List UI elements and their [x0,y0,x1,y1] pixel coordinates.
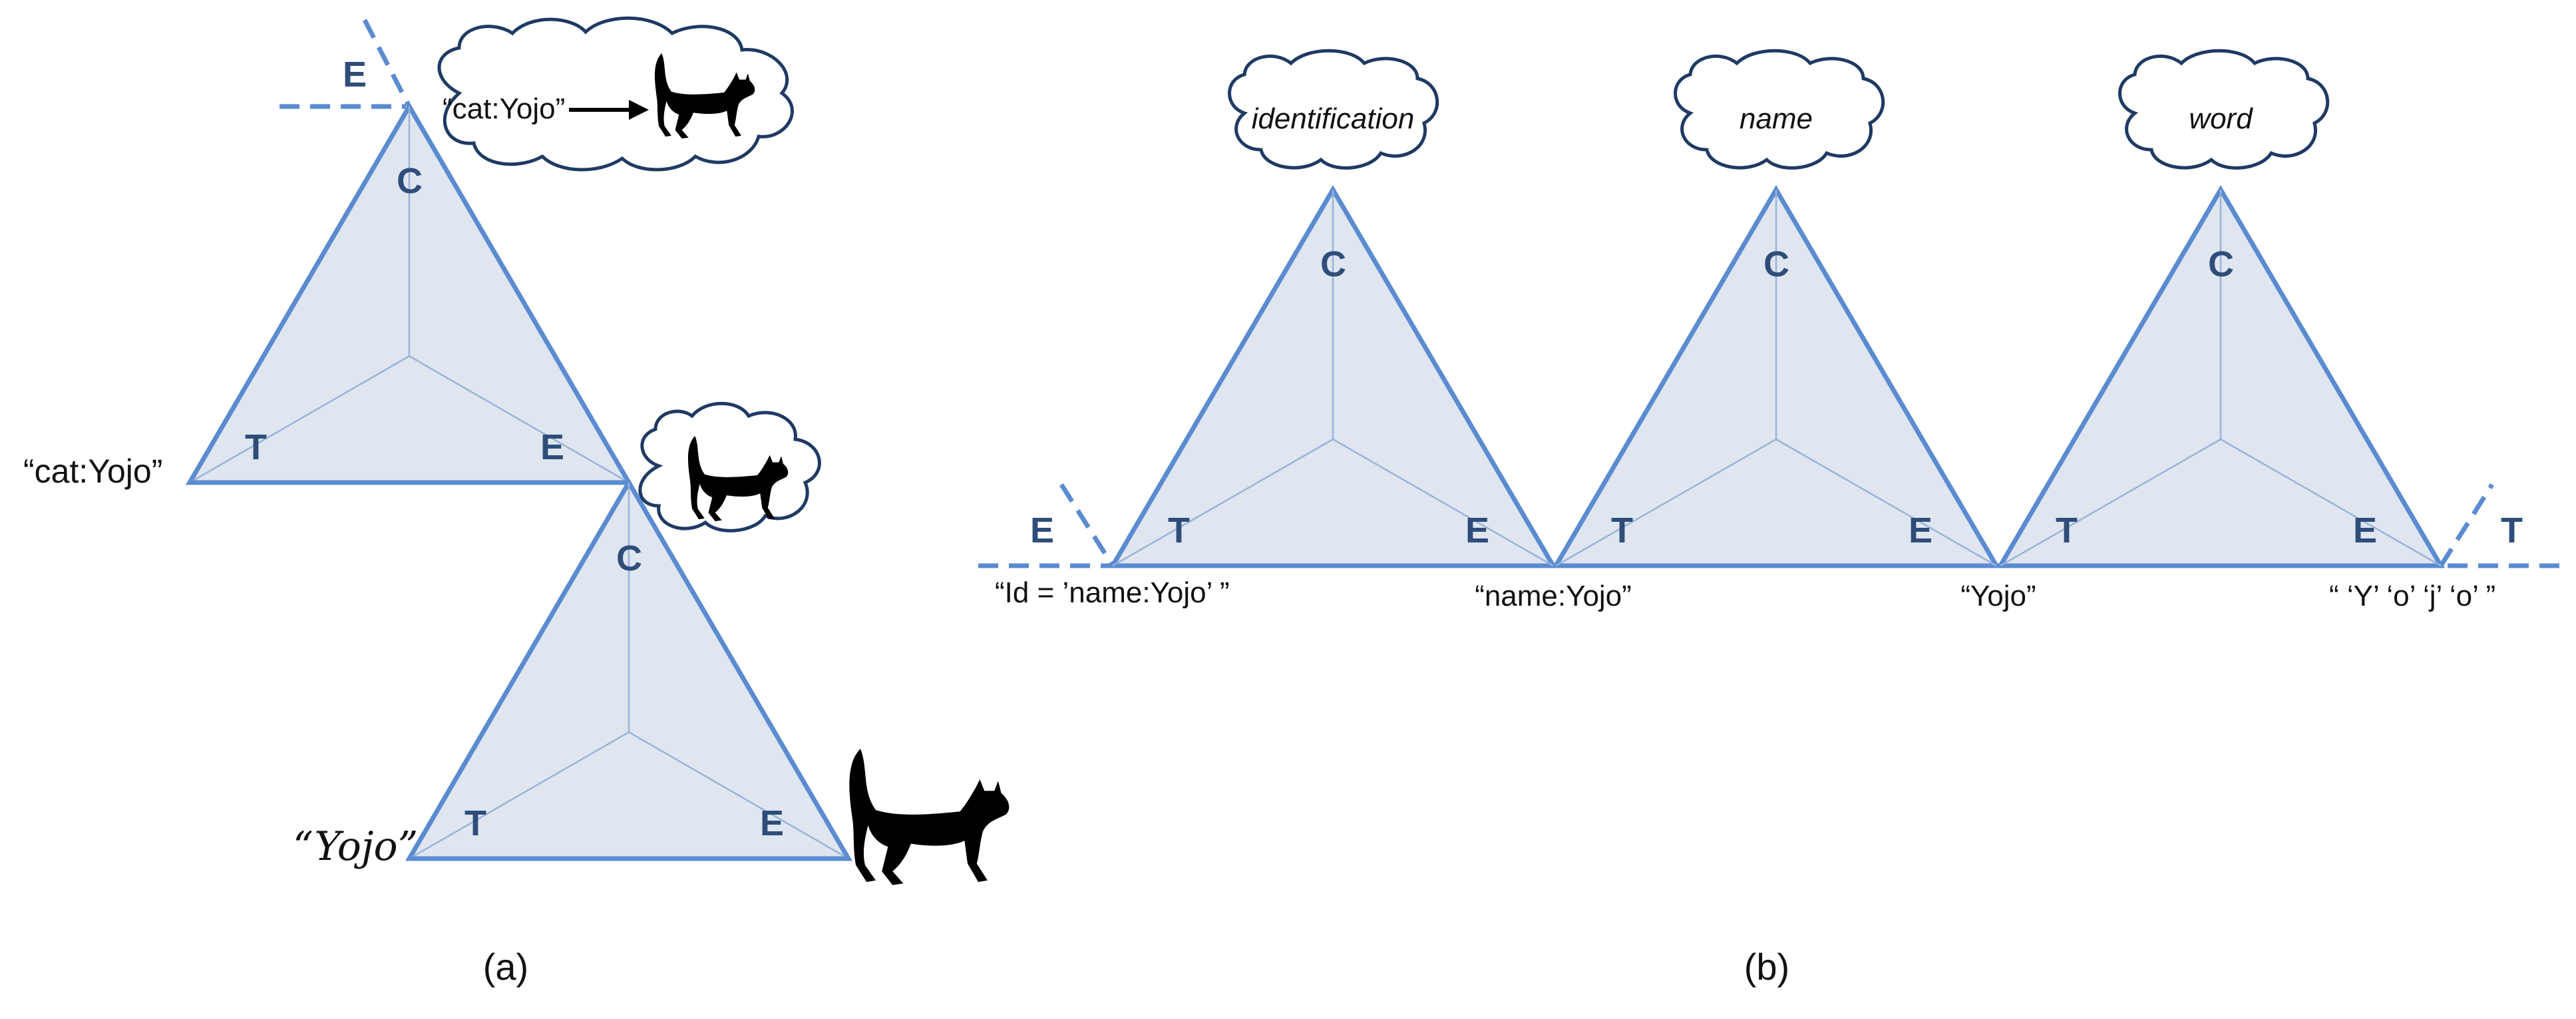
corner-c: C [616,538,642,578]
cloud [1674,49,1885,170]
outer-corner-t: T [2501,510,2523,550]
outer-diagonal-right [2439,483,2494,567]
base-label-name-yojo: “name:Yojo” [1475,580,1632,612]
corner-c: C [397,161,423,201]
corner-c: C [2208,244,2234,284]
thought-cloud-top: “cat:Yojo” [437,16,794,172]
cloud [2118,49,2330,170]
triangle-inner-line [1555,438,1777,567]
corner-t: T [2056,510,2078,550]
triangle-inner-line [2220,438,2442,567]
triangle-inner-line [189,355,410,484]
corner-e: E [1465,510,1489,550]
triangle-inner-line [1112,438,1334,567]
triangle-inner-line [628,731,849,860]
base-label-id: “Id = ’name:Yojo’ ” [995,576,1230,609]
thought-cloud-small [638,401,821,532]
triangle-inner-line [1332,438,1554,567]
caption-a: (a) [483,946,528,988]
caption-b: (b) [1744,946,1789,988]
triangle-inner-line [2000,438,2221,567]
corner-e: E [1909,510,1932,550]
triangle-inner-line [1775,438,1997,567]
corner-e: E [760,803,784,843]
base-label-letters: “ ‘Y’ ‘o’ ‘j’ ‘o’ ” [2329,580,2495,612]
triangle-identification: C T E identification [1108,49,1558,568]
triangle-name: C T E name [1551,49,2001,568]
outside-corner-e: E [343,55,367,95]
outer-corner-e: E [1030,510,1054,550]
triangle-inner-line [409,355,630,484]
triangle-word: C T E word [1996,49,2446,568]
cloud-text-cat-yojo: “cat:Yojo” [443,93,565,125]
corner-e: E [2353,510,2377,550]
cloud-text: word [2189,102,2253,135]
cat-silhouette-large [849,749,1010,885]
bottom-triangle: C T E “Yojo” [293,478,853,870]
extension-line-diagonal [362,19,412,108]
triangle-inner-line [409,731,630,860]
corner-c: C [1763,244,1789,284]
outer-diagonal-left [1059,483,1115,567]
diagram-a: E C T E “cat:Yojo” “cat:Yojo” [23,16,1010,988]
arrow-head [629,100,649,120]
base-label-yojo: “Yojo” [1960,580,2036,612]
label-cat-yojo: “cat:Yojo” [23,453,162,490]
corner-t: T [464,803,486,843]
cloud-text: name [1740,102,1813,135]
cloud-text: identification [1252,102,1415,135]
corner-e: E [540,427,564,467]
cloud [1228,49,1439,170]
corner-t: T [245,427,267,467]
label-yojo-handwritten: “Yojo” [293,823,418,870]
corner-c: C [1320,244,1346,284]
diagram-b: E T C T E identification C T E name [978,49,2569,988]
corner-t: T [1611,510,1633,550]
corner-t: T [1168,510,1190,550]
top-triangle: C T E “cat:Yojo” [23,102,634,490]
